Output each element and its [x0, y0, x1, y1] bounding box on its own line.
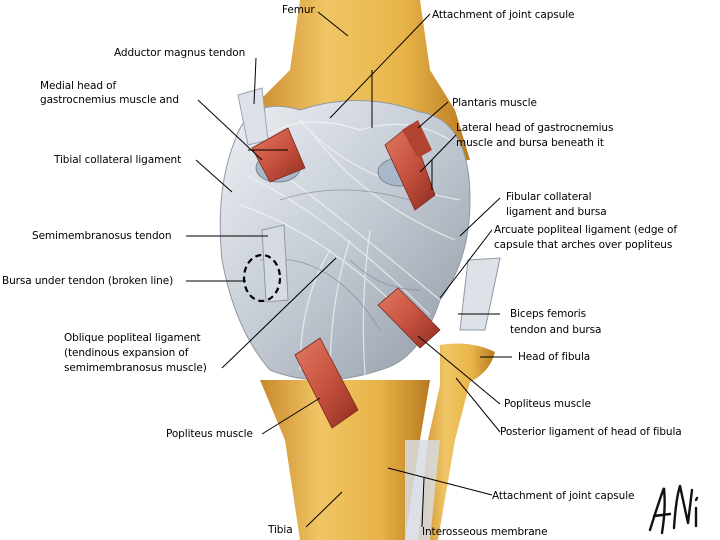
label-posterior-ligament-fibula: Posterior ligament of head of fibula [500, 426, 682, 440]
label-oblique-line2: (tendinous expansion of [64, 347, 188, 361]
label-adductor-magnus-tendon: Adductor magnus tendon [114, 47, 245, 61]
label-tibial-collateral-ligament: Tibial collateral ligament [54, 154, 181, 168]
label-bursa-under-tendon: Bursa under tendon (broken line) [2, 275, 173, 289]
label-medial-head-line2: gastrocnemius muscle and [40, 94, 179, 108]
label-femur: Femur [282, 4, 315, 18]
label-head-of-fibula: Head of fibula [518, 351, 590, 365]
label-fibular-collateral-line1: Fibular collateral [506, 191, 591, 205]
label-lateral-head-line2: muscle and bursa beneath it [456, 137, 604, 151]
label-arcuate-line2: capsule that arches over popliteus [494, 239, 672, 253]
label-medial-head-line1: Medial head of [40, 80, 116, 94]
label-arcuate-line1: Arcuate popliteal ligament (edge of [494, 224, 677, 238]
label-popliteus-muscle-right: Popliteus muscle [504, 398, 591, 412]
biceps-tendon [460, 258, 500, 330]
label-oblique-line1: Oblique popliteal ligament [64, 332, 201, 346]
label-attachment-joint-capsule-bottom: Attachment of joint capsule [492, 490, 634, 504]
label-plantaris-muscle: Plantaris muscle [452, 97, 537, 111]
label-biceps-line2: tendon and bursa [510, 324, 601, 338]
label-biceps-line1: Biceps femoris [510, 308, 586, 322]
label-fibular-collateral-line2: ligament and bursa [506, 206, 607, 220]
label-popliteus-muscle-left: Popliteus muscle [166, 428, 253, 442]
label-oblique-line3: semimembranosus muscle) [64, 362, 207, 376]
artist-signature [640, 478, 720, 540]
label-semimembranosus-tendon: Semimembranosus tendon [32, 230, 171, 244]
label-tibia: Tibia [268, 524, 293, 538]
label-lateral-head-line1: Lateral head of gastrocnemius [456, 122, 613, 136]
label-attachment-joint-capsule-top: Attachment of joint capsule [432, 9, 574, 23]
label-interosseous-membrane: Interosseous membrane [422, 526, 547, 540]
